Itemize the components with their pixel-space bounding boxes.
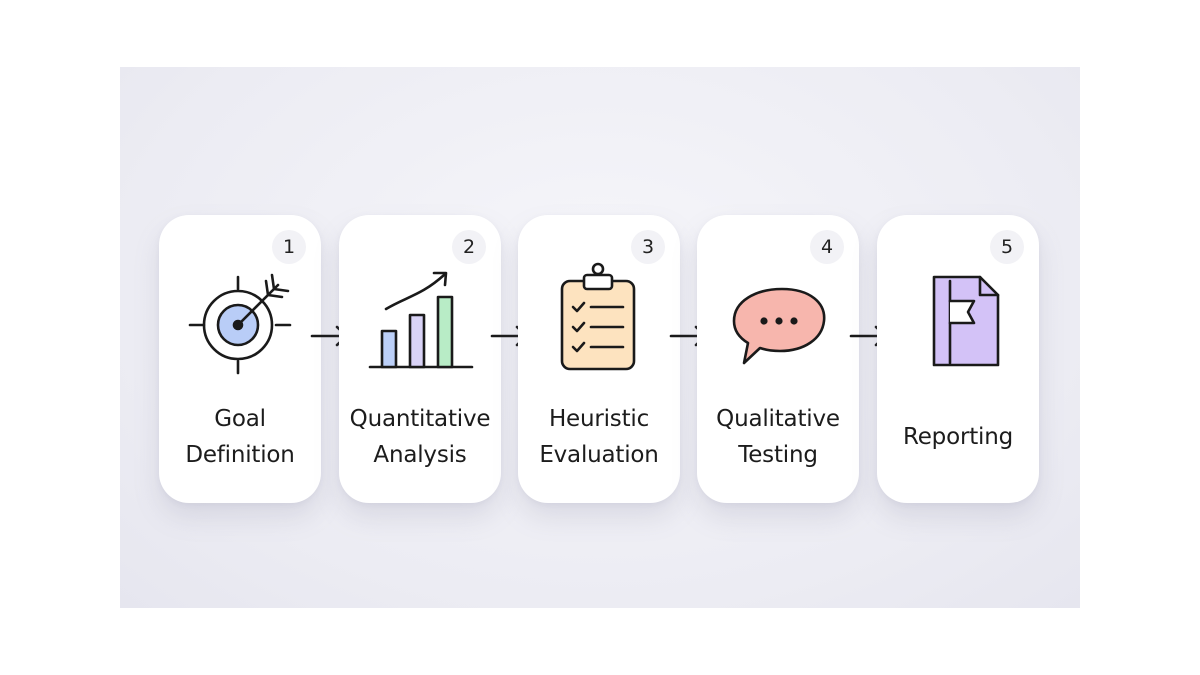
bar-chart-icon (360, 257, 480, 377)
step-number-badge: 3 (631, 230, 665, 264)
step-card-heuristic-evaluation: 3 Heuristic Evaluation (518, 215, 680, 503)
step-label-line1: Goal (214, 406, 266, 432)
step-card-quantitative-analysis: 2 Quantitative Analysis (339, 215, 501, 503)
document-flag-icon (898, 257, 1018, 377)
step-label: Reporting (877, 401, 1039, 473)
step-number-badge: 4 (810, 230, 844, 264)
step-number-badge: 2 (452, 230, 486, 264)
step-label-line2: Testing (738, 442, 818, 468)
step-card-reporting: 5 Reporting (877, 215, 1039, 503)
step-card-qualitative-testing: 4 Qualitative Testing (697, 215, 859, 503)
clipboard-checklist-icon (539, 257, 659, 377)
step-label-line2: Analysis (373, 442, 467, 468)
step-label-line1: Qualitative (716, 406, 840, 432)
step-label: Goal Definition (159, 401, 321, 473)
step-number-badge: 1 (272, 230, 306, 264)
step-label-line1: Heuristic (548, 406, 650, 432)
speech-bubble-icon (718, 257, 838, 377)
step-card-goal-definition: 1 Goal Definition (159, 215, 321, 503)
step-label: Quantitative Analysis (339, 401, 501, 473)
step-label-line1: Quantitative (349, 406, 491, 432)
step-label-line2: Definition (185, 442, 295, 468)
step-label-line2: Evaluation (539, 442, 659, 468)
step-label: Qualitative Testing (697, 401, 859, 473)
target-icon (180, 257, 300, 377)
step-label-line1: Reporting (902, 424, 1013, 450)
step-number-badge: 5 (990, 230, 1024, 264)
step-label: Heuristic Evaluation (518, 401, 680, 473)
